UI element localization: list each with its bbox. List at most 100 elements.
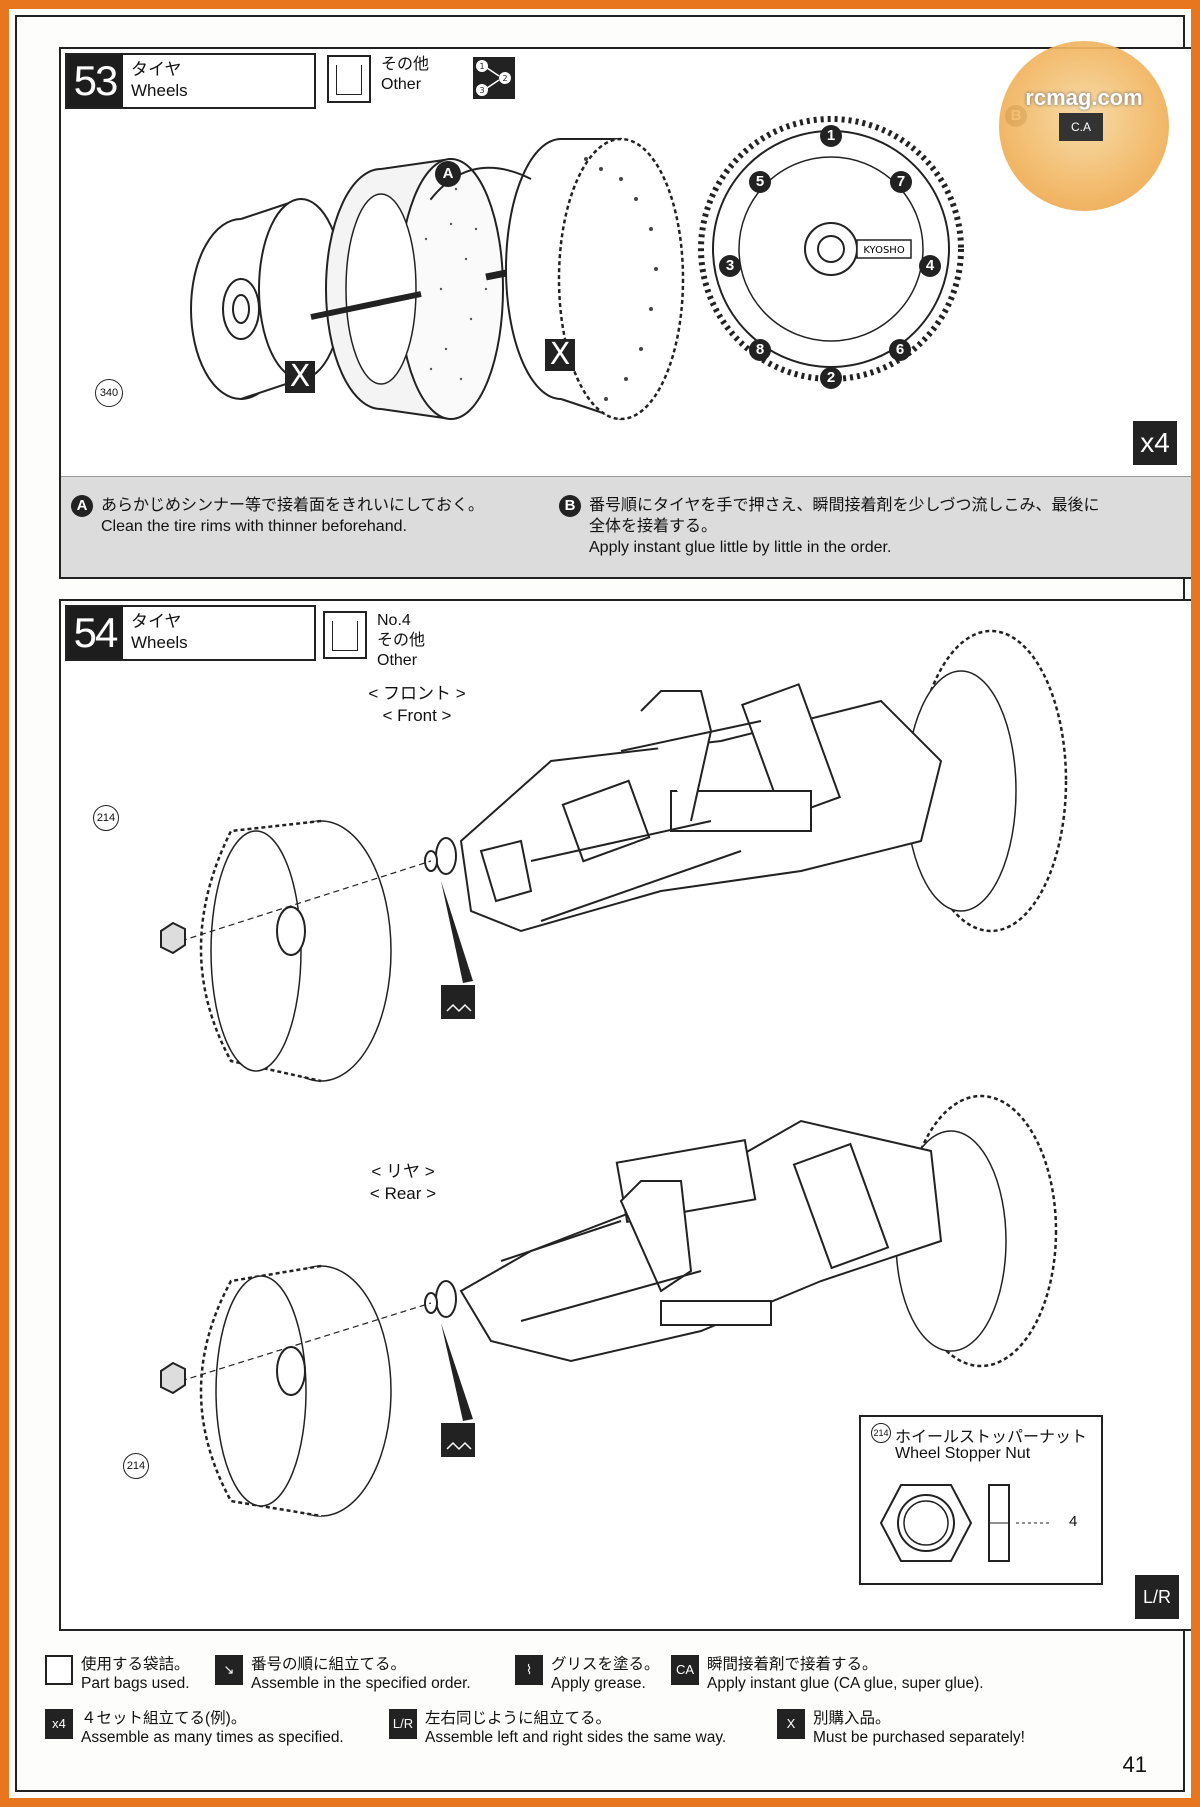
- rear-wheel-assembly-illustration: [160, 1094, 1058, 1518]
- front-label-jp: < フロント >: [368, 684, 466, 703]
- nut-size: 4: [1069, 1513, 1078, 1530]
- left-right-badge: L/R: [1135, 1575, 1179, 1619]
- parts-bag-indicator: その他 Other: [327, 55, 429, 103]
- note-b-badge: B: [559, 495, 581, 517]
- step-title-en: Wheels: [131, 81, 188, 100]
- multiplier-badge: x4: [1133, 421, 1177, 465]
- wheel-nut-shape: [160, 921, 186, 955]
- svg-text:1: 1: [479, 62, 484, 71]
- bag-label-jp: その他: [377, 632, 426, 649]
- part-bag-icon: [323, 611, 367, 659]
- order-number: 4: [919, 255, 941, 277]
- note-a-en: Clean the tire rims with thinner beforeh…: [101, 518, 407, 535]
- sold-separately-badge: X: [545, 339, 575, 371]
- grease-icon: [441, 985, 475, 1019]
- legend-text-en: Part bags used.: [81, 1675, 190, 1692]
- rear-label-en: < Rear >: [369, 1184, 437, 1203]
- front-left-tire: [199, 819, 392, 1083]
- nut-drawing: [879, 1484, 1051, 1562]
- step-title: タイヤ Wheels: [123, 55, 314, 107]
- legend-text-jp: 左右同じように組立てる。: [425, 1710, 612, 1727]
- note-b-jp-line1: 番号順にタイヤを手で押さえ、瞬間接着剤を少しづつ流しこみ、最後に: [589, 497, 1100, 514]
- tire-drawing: [505, 137, 685, 421]
- bag-number: No.4: [377, 612, 411, 629]
- legend-text-jp: 番号の順に組立てる。: [251, 1656, 407, 1673]
- glue-order-diagram: KYOSHO: [698, 116, 964, 382]
- legend-bags: 使用する袋詰。 Part bags used.: [45, 1655, 190, 1693]
- assembly-order-icon: 1 2 3: [473, 57, 515, 99]
- note-b-jp-line2: 全体を接着する。: [589, 518, 718, 535]
- rear-left-tire: [199, 1264, 392, 1518]
- ca-glue-icon: CA: [671, 1655, 699, 1685]
- legend-text-en: Assemble as many times as specified.: [81, 1729, 344, 1746]
- legend-text-en: Assemble left and right sides the same w…: [425, 1729, 727, 1746]
- step-53-panel: 53 タイヤ Wheels その他 Other 1 2 3: [59, 47, 1191, 579]
- symbol-legend: 使用する袋詰。 Part bags used. ↘ 番号の順に組立てる。Assem…: [45, 1645, 1175, 1765]
- watermark-site: rcmag.com: [1025, 85, 1143, 110]
- legend-text-en: Assemble in the specified order.: [251, 1675, 471, 1692]
- bag-label-en: Other: [381, 76, 422, 93]
- order-number: 1: [820, 125, 842, 147]
- front-hub: [424, 837, 457, 875]
- nut-name-jp: ホイールストッパーナット: [895, 1429, 1088, 1446]
- legend-text-jp: 使用する袋詰。: [81, 1656, 190, 1673]
- rear-label: < リヤ > < Rear >: [353, 1161, 453, 1205]
- part-bag-icon: [327, 55, 371, 103]
- nut-title-row: 214 ホイールストッパーナット: [871, 1423, 1087, 1447]
- legend-grease: ⌇ グリスを塗る。Apply grease.: [515, 1655, 660, 1693]
- step-title: タイヤ Wheels: [123, 607, 314, 659]
- part-number-214: 214: [123, 1453, 149, 1479]
- step-number: 54: [67, 607, 123, 659]
- order-number: 5: [749, 171, 771, 193]
- order-number: 2: [820, 367, 842, 389]
- marker-a: A: [435, 161, 461, 187]
- front-right-tire: [905, 629, 1068, 933]
- rcmag-watermark-logo: rcmag.com C.A: [999, 41, 1169, 211]
- rear-chassis: [459, 1119, 943, 1363]
- bag-label-jp: その他: [381, 56, 430, 73]
- order-number: 8: [749, 339, 771, 361]
- part-bag-icon: [45, 1655, 73, 1685]
- step-number: 53: [67, 55, 123, 107]
- left-right-icon: L/R: [389, 1709, 417, 1739]
- part-number-214: 214: [93, 805, 119, 831]
- legend-separate: X 別購入品。 Must be purchased separately!: [777, 1709, 1025, 1747]
- front-wheel-assembly-illustration: [160, 629, 1068, 1083]
- note-a-jp: あらかじめシンナー等で接着面をきれいにしておく。: [101, 497, 485, 514]
- legend-text-en: Apply instant glue (CA glue, super glue)…: [707, 1675, 984, 1692]
- watermark-ca-badge: C.A: [1059, 113, 1103, 141]
- order-number: 7: [890, 171, 912, 193]
- order-number: 3: [719, 255, 741, 277]
- insert-arrow: [310, 291, 422, 320]
- step-54-panel: 54 タイヤ Wheels No.4 その他 Other < フロント > < …: [59, 599, 1191, 1631]
- legend-left-right: L/R 左右同じように組立てる。 Assemble left and right …: [389, 1709, 726, 1747]
- nut-part-number: 214: [871, 1423, 891, 1443]
- legend-text-jp: ４セット組立てる(例)。: [81, 1710, 247, 1727]
- note-b-en: Apply instant glue little by little in t…: [589, 539, 892, 556]
- front-label: < フロント > < Front >: [357, 683, 477, 727]
- legend-order: ↘ 番号の順に組立てる。Assemble in the specified or…: [215, 1655, 471, 1693]
- sold-separately-icon: X: [777, 1709, 805, 1739]
- front-label-en: < Front >: [382, 706, 452, 725]
- legend-text-jp: グリスを塗る。: [551, 1656, 660, 1673]
- step-53-notes: A あらかじめシンナー等で接着面をきれいにしておく。 Clean the tir…: [61, 476, 1191, 577]
- bag-label-en: Other: [377, 652, 418, 669]
- grease-icon: [441, 1423, 475, 1457]
- step-title-jp: タイヤ: [131, 60, 182, 79]
- part-number-340: 340: [95, 379, 123, 407]
- legend-text-en: Must be purchased separately!: [813, 1729, 1025, 1746]
- step-title-en: Wheels: [131, 633, 188, 652]
- note-a-badge: A: [71, 495, 93, 517]
- legend-text-en: Apply grease.: [551, 1675, 646, 1692]
- parts-bag-indicator: No.4 その他 Other: [323, 611, 425, 671]
- page-number: 41: [1122, 1752, 1147, 1777]
- step-54-header: 54 タイヤ Wheels: [65, 605, 316, 661]
- wheel-nut-shape: [160, 1361, 186, 1395]
- svg-text:2: 2: [502, 74, 507, 83]
- foam-insert-drawing: [325, 157, 504, 421]
- legend-text-jp: 別購入品。: [813, 1710, 891, 1727]
- rim-brand-text: KYOSHO: [863, 245, 905, 256]
- legend-glue: CA 瞬間接着剤で接着する。Apply instant glue (CA glu…: [671, 1655, 984, 1693]
- wheel-stopper-nut-detail: 214 ホイールストッパーナット Wheel Stopper Nut 4: [859, 1415, 1103, 1585]
